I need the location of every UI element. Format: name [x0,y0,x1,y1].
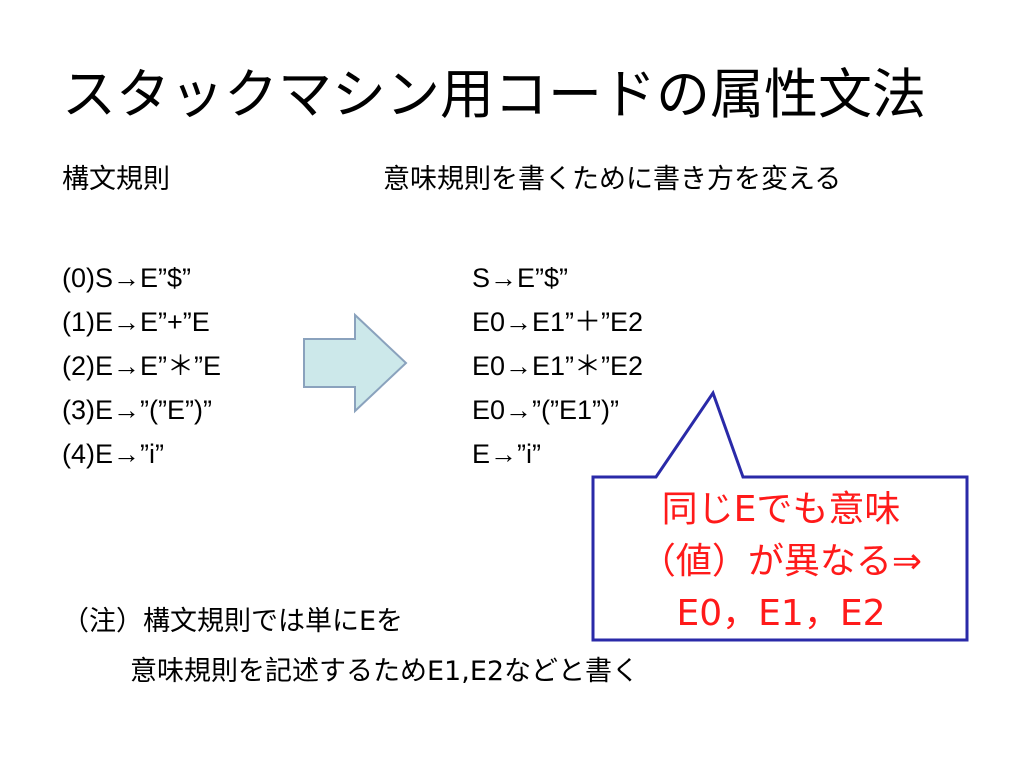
callout-line-1: 同じEでも意味 [661,489,901,530]
semantic-rule-0: S→E”$” [472,263,569,293]
syntax-rule-4: (4)E→”i” [62,439,164,469]
syntax-rules-list: (0)S→E”$” (1)E→E”+”E (2)E→E”＊”E (3)E→”(”… [62,256,221,476]
note-line-2: 意味規則を記述するためE1,E2などと書く [130,656,640,687]
callout-text: 同じEでも意味 （値）が異なる⇒ E0，E1，E2 [596,484,966,640]
callout-line-3: E0，E1，E2 [676,593,886,634]
semantic-rule-2: E0→E1”＊”E2 [472,351,644,381]
syntax-rule-2: (2)E→E”＊”E [62,351,222,381]
semantic-rule-3: E0→”(”E1”)” [472,395,619,425]
semantic-rule-4: E→”i” [472,439,541,469]
callout-bubble [591,389,969,642]
semantic-rules-heading: 意味規則を書くために書き方を変える [383,164,842,195]
syntax-rule-1: (1)E→E”+”E [62,307,210,337]
syntax-rule-3: (3)E→”(”E”)” [62,395,212,425]
semantic-rules-list: S→E”$” E0→E1”＋”E2 E0→E1”＊”E2 E0→”(”E1”)”… [472,256,643,476]
syntax-rule-0: (0)S→E”$” [62,263,192,293]
note-line-1: （注）構文規則では単にEを [62,606,404,637]
right-arrow-icon [303,312,408,414]
semantic-rule-1: E0→E1”＋”E2 [472,307,644,337]
slide-title: スタックマシン用コードの属性文法 [62,63,926,126]
syntax-rules-heading: 構文規則 [62,164,170,195]
callout-line-2: （値）が異なる⇒ [639,541,923,582]
